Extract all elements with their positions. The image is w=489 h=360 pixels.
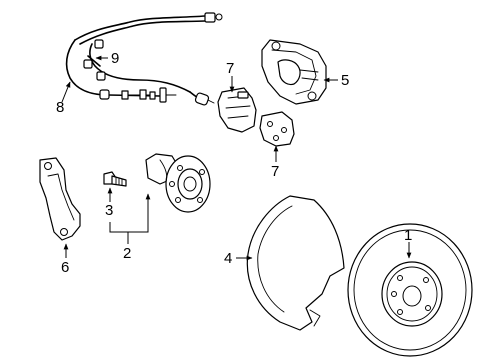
callout-3: 3 (105, 202, 113, 219)
callout-8: 8 (56, 99, 64, 116)
brake-rotor (347, 223, 473, 357)
wheel-hub-bolt (103, 171, 127, 187)
caliper-anchor-bracket (39, 157, 81, 241)
callout-9: 9 (111, 50, 119, 67)
callout-2: 2 (123, 245, 131, 262)
leader-lines (61, 55, 412, 261)
callout-6: 6 (61, 259, 69, 276)
callout-7-lower: 7 (271, 163, 279, 180)
callout-4: 4 (224, 250, 232, 267)
abs-sensor-wiring-harness (65, 12, 223, 106)
wheel-hub-bearing (145, 153, 211, 213)
callout-5: 5 (341, 72, 349, 89)
callout-7-upper: 7 (226, 60, 234, 77)
brake-caliper (261, 39, 327, 105)
brake-pad-upper (217, 87, 257, 133)
callout-1: 1 (404, 227, 412, 244)
brake-pad-lower (259, 111, 295, 147)
brake-dust-shield (246, 195, 345, 331)
